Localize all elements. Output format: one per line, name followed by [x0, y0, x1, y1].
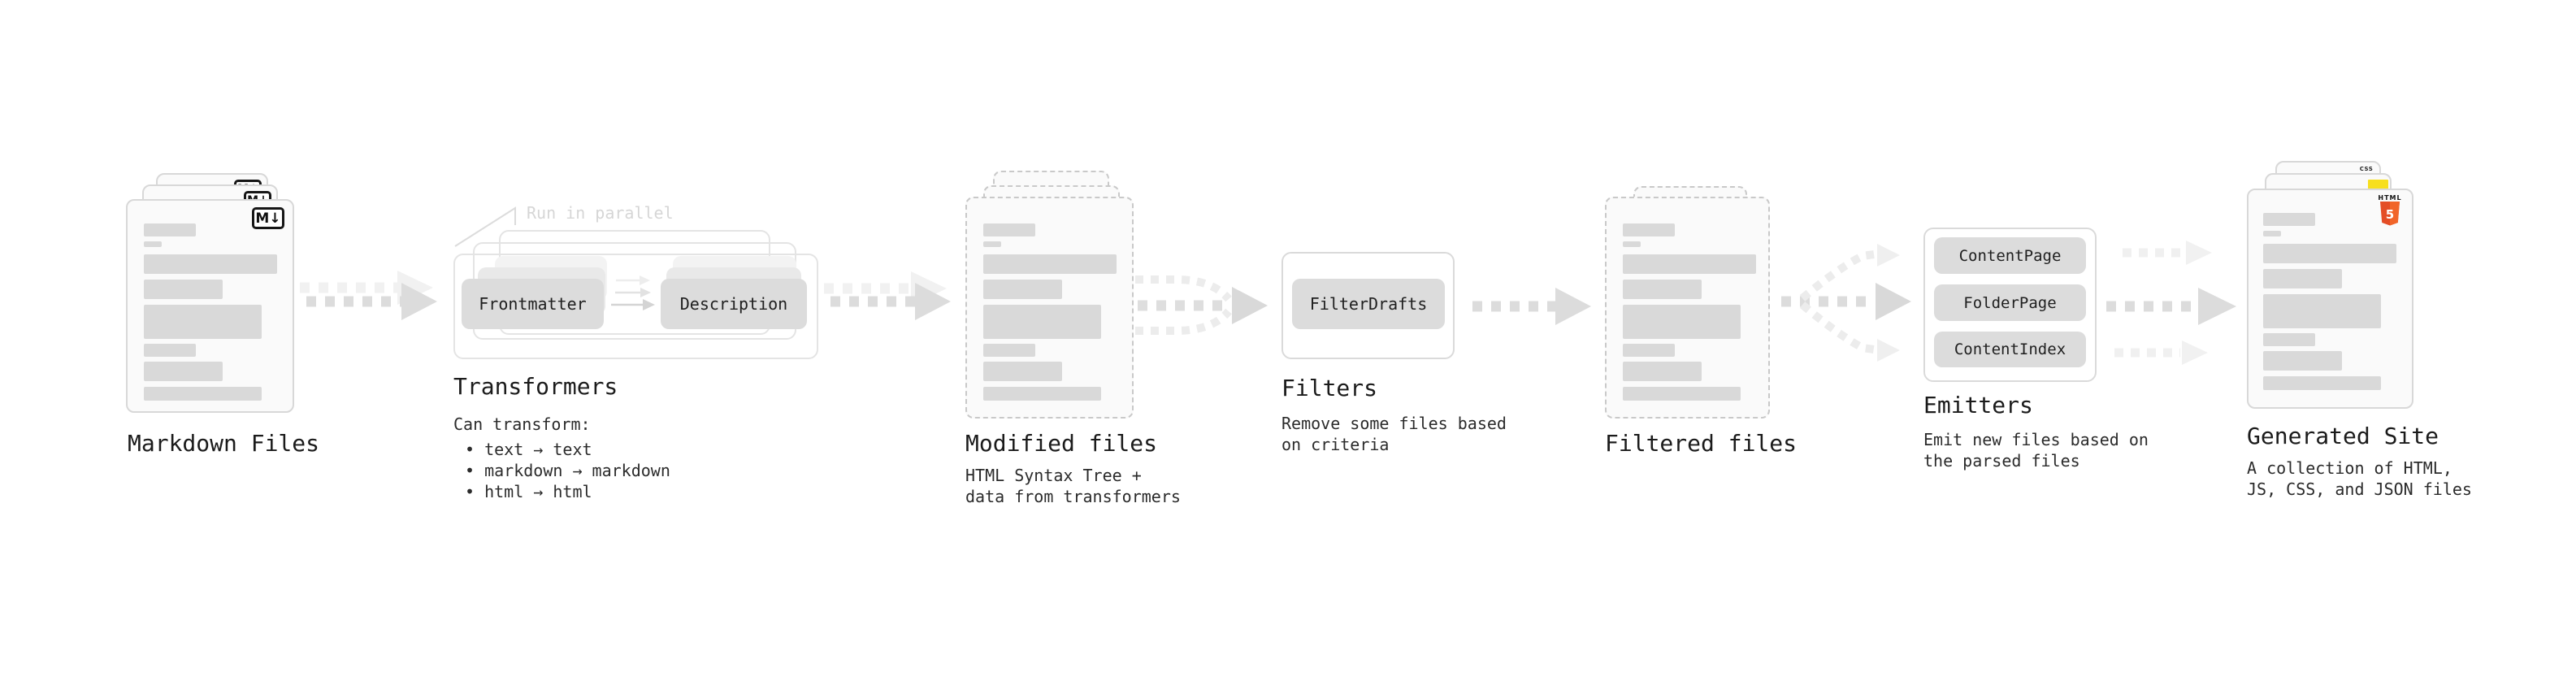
filters-description-line2: on criteria	[1281, 435, 1390, 454]
filter-filterdrafts-node: FilterDrafts	[1292, 279, 1445, 329]
emitter-contentindex-node: ContentIndex	[1934, 332, 2086, 367]
flow-arrow-emitters-to-generated	[2106, 241, 2236, 365]
run-in-parallel-label: Run in parallel	[527, 203, 674, 223]
js-badge	[2368, 180, 2388, 189]
filtered-files-title: Filtered files	[1605, 430, 1798, 457]
emitter-folderpage-node: FolderPage	[1934, 284, 2086, 321]
markdown-icon: M↓	[252, 207, 284, 229]
generated-site-title: Generated Site	[2247, 423, 2439, 449]
html5-shield-icon: 5	[2380, 202, 2400, 226]
doc-content-bars	[983, 223, 1117, 401]
transformers-title: Transformers	[453, 373, 618, 400]
modified-files-title: Modified files	[965, 430, 1158, 457]
svg-text:5: 5	[2386, 207, 2394, 222]
transformers-bullet: • markdown → markdown	[465, 461, 670, 480]
flow-arrow-filters-to-filtered	[1472, 288, 1591, 325]
flow-arrow-markdown-to-transformers	[300, 271, 437, 320]
markdown-file-card-front: M↓	[126, 199, 294, 413]
transformers-caption: Can transform:	[453, 414, 591, 434]
emitters-description-line2: the parsed files	[1923, 451, 2080, 471]
filtered-file-card-front	[1605, 197, 1770, 419]
transformer-description-node: Description	[661, 279, 807, 329]
doc-content-bars	[1623, 223, 1756, 401]
doc-content-bars	[144, 223, 277, 401]
transformer-frontmatter-node: Frontmatter	[462, 279, 604, 329]
transformers-bullet: • html → html	[465, 482, 592, 501]
generated-file-card-front: HTML 5	[2247, 189, 2413, 409]
emitters-title: Emitters	[1923, 392, 2033, 419]
emitter-contentpage-node: ContentPage	[1934, 237, 2086, 274]
flow-arrow-transformers-to-modified	[824, 271, 951, 320]
generated-site-description-line2: JS, CSS, and JSON files	[2247, 479, 2472, 499]
transformers-bullet: • text → text	[465, 440, 592, 459]
flow-arrow-modified-to-filters	[1135, 275, 1268, 335]
html5-badge: HTML 5	[2378, 194, 2402, 226]
emitters-description-line1: Emit new files based on	[1923, 430, 2149, 449]
flow-arrow-filtered-to-emitters	[1781, 244, 1911, 362]
filters-title: Filters	[1281, 375, 1378, 401]
generated-site-description-line1: A collection of HTML,	[2247, 458, 2452, 478]
markdown-files-title: Markdown Files	[128, 430, 320, 457]
modified-file-card-front	[965, 197, 1134, 419]
filters-description-line1: Remove some files based	[1281, 414, 1507, 433]
modified-files-description-line1: HTML Syntax Tree +	[965, 466, 1142, 485]
modified-files-description-line2: data from transformers	[965, 487, 1181, 506]
doc-content-bars	[2263, 213, 2396, 390]
parallel-stack-outline-front	[453, 254, 818, 359]
